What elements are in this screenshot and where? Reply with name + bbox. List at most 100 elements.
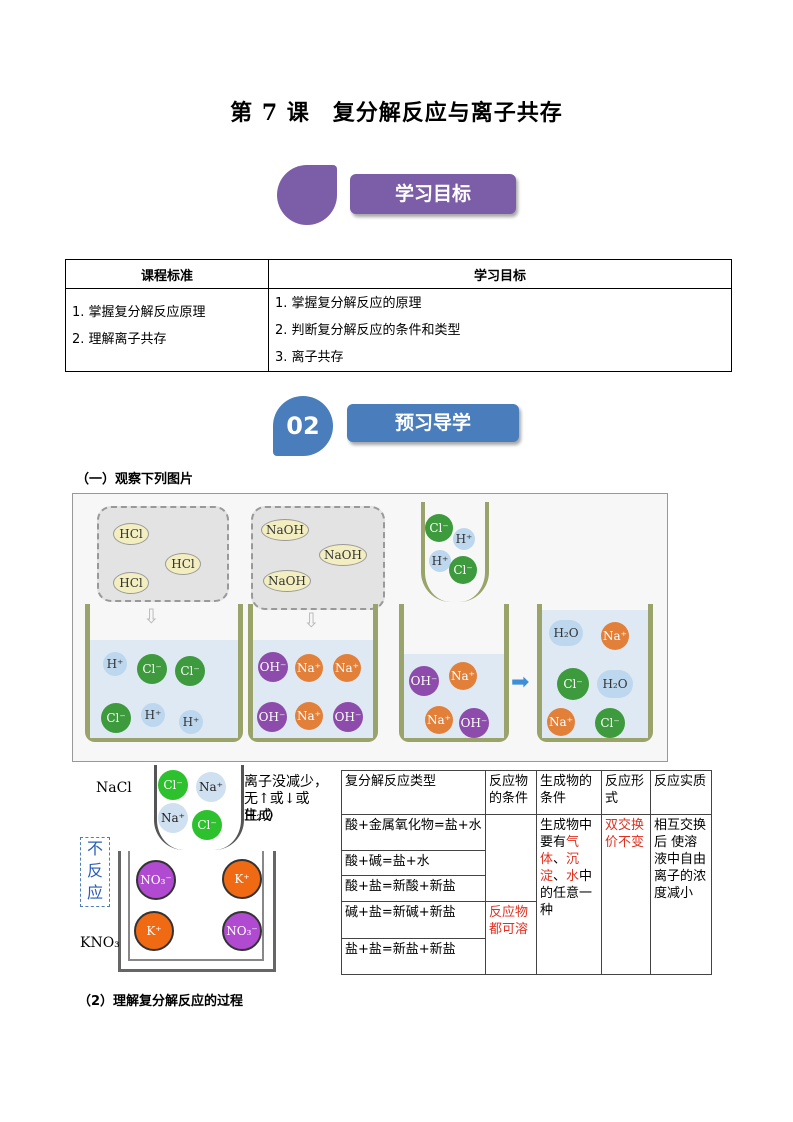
ion-na: Na⁺	[601, 622, 629, 650]
ion-cl: Cl⁻	[425, 514, 453, 542]
rx-product-condition: 生成物中要有气体、沉淀、水中的任意一种	[536, 814, 602, 975]
goals-objective-cell: 1. 掌握复分解反应的原理 2. 判断复分解反应的条件和类型 3. 离子共存	[268, 288, 732, 372]
rx-type: 碱+盐=新碱+新盐	[341, 901, 486, 939]
ion-no3: NO₃⁻	[222, 911, 262, 951]
text: 气体	[540, 835, 580, 867]
beaker	[118, 851, 276, 972]
ion-h2o: H₂O	[549, 620, 583, 646]
naoh-molecule: NaOH	[261, 519, 309, 541]
ion-na: Na⁺	[333, 654, 361, 682]
ion-oh: OH⁻	[257, 702, 287, 732]
note-line: 生成	[244, 808, 272, 824]
ion-oh: OH⁻	[459, 708, 489, 738]
ion-h: H⁺	[429, 550, 451, 572]
list-item: 1. 掌握复分解反应的原理	[275, 296, 422, 311]
rx-reactant-condition: 反应物都可溶	[485, 901, 537, 975]
goals-header-objectives: 学习目标	[268, 259, 732, 289]
ion-reaction-figure: HCl HCl HCl ⇩ H⁺ Cl⁻ Cl⁻ Cl⁻ H⁺ H⁺ NaOH …	[72, 493, 668, 762]
ion-cl: Cl⁻	[175, 656, 205, 686]
ion-cl: Cl⁻	[137, 654, 167, 684]
badge-label: 预习导学	[347, 404, 519, 442]
list-item: 2. 判断复分解反应的条件和类型	[275, 323, 461, 338]
reaction-table: 复分解反应类型 反应物的条件 生成物的条件 反应形式 反应实质 酸+金属氧化物=…	[341, 770, 712, 975]
ion-cl: Cl⁻	[557, 668, 589, 700]
ion-na: Na⁺	[449, 662, 477, 690]
ion-na: Na⁺	[425, 706, 453, 734]
ion-na: Na⁺	[295, 654, 323, 682]
beaker	[399, 604, 509, 742]
beaker-inner	[128, 851, 264, 961]
arrow-down-icon: ⇩	[143, 604, 160, 628]
ion-cl: Cl⁻	[101, 703, 131, 733]
badge-label: 学习目标	[350, 174, 516, 214]
list-item: 2. 理解离子共存	[72, 332, 167, 347]
ion-k: K⁺	[222, 859, 262, 899]
rx-type: 酸+金属氧化物=盐+水	[341, 814, 486, 851]
beaker	[248, 604, 378, 742]
rx-reactant-empty	[485, 814, 537, 902]
rx-type: 盐+盐=新盐+新盐	[341, 938, 486, 975]
funnel	[421, 502, 489, 602]
rx-essence: 相互交换后 使溶液中自由离子的浓度减小	[650, 814, 712, 975]
ion-h: H⁺	[141, 703, 165, 727]
list-item: 1. 掌握复分解反应原理	[72, 305, 206, 320]
naoh-molecule: NaOH	[319, 544, 367, 566]
ion-na: Na⁺	[196, 772, 226, 802]
ion-oh: OH⁻	[258, 652, 288, 682]
ion-k: K⁺	[134, 911, 174, 951]
text: 中的任意一种	[540, 869, 593, 918]
ion-na: Na⁺	[295, 702, 323, 730]
badge-preview: 02 预习导学	[273, 395, 523, 457]
ion-oh: OH⁻	[333, 702, 363, 732]
ion-na: Na⁺	[158, 803, 188, 833]
rx-type: 酸+碱=盐+水	[341, 850, 486, 876]
text: 、	[553, 869, 567, 884]
page-title: 第 7 课 复分解反应与离子共存	[230, 100, 563, 126]
goals-standard-cell: 1. 掌握复分解反应原理 2. 理解离子共存	[65, 288, 269, 372]
no-reaction-label: 不 反 应	[80, 837, 110, 907]
hcl-molecule: HCl	[165, 553, 201, 575]
text: 生成物中要有	[540, 818, 593, 850]
rx-header: 反应形式	[601, 770, 651, 815]
rx-type: 酸+盐=新酸+新盐	[341, 875, 486, 902]
hcl-molecule: HCl	[113, 572, 149, 594]
ion-cl: Cl⁻	[595, 708, 625, 738]
ion-cl: Cl⁻	[449, 556, 477, 584]
text: 沉淀	[540, 852, 580, 884]
nacl-label: NaCl	[96, 780, 132, 796]
ion-no3: NO₃⁻	[136, 860, 176, 900]
rx-form: 双交换价不变	[601, 814, 651, 975]
ion-h: H⁺	[453, 528, 475, 550]
arrow-right-icon: ➡	[511, 670, 530, 695]
section-heading: （一）观察下列图片	[76, 472, 194, 487]
rx-header: 复分解反应类型	[341, 770, 486, 815]
arrow-down-icon: ⇩	[303, 608, 320, 632]
nacl-kno3-figure: NaCl Cl⁻ Na⁺ Na⁺ Cl⁻ 离子没减少， 无↑或↓或H₂O 生成 …	[76, 765, 338, 977]
goals-table: 课程标准 学习目标 1. 掌握复分解反应原理 2. 理解离子共存 1. 掌握复分…	[65, 259, 732, 372]
ion-na: Na⁺	[547, 708, 575, 736]
ion-h: H⁺	[103, 652, 127, 676]
rx-header: 反应实质	[650, 770, 712, 815]
beaker	[537, 604, 653, 742]
ion-oh: OH⁻	[409, 666, 439, 696]
goals-header-standard: 课程标准	[65, 259, 269, 289]
ion-cl: Cl⁻	[158, 770, 188, 800]
text: 、	[553, 852, 567, 867]
kno3-label: KNO₃	[80, 935, 120, 951]
hcl-molecule: HCl	[113, 523, 149, 545]
ion-cl: Cl⁻	[192, 810, 222, 840]
note-line: 无↑或↓或H₂O	[244, 791, 310, 824]
rx-header: 生成物的条件	[536, 770, 602, 815]
badge-circle: 02	[273, 396, 333, 456]
ion-h: H⁺	[179, 710, 203, 734]
note-line: 离子没减少，	[244, 774, 328, 790]
section-heading: （2）理解复分解反应的过程	[78, 994, 244, 1009]
rx-header: 反应物的条件	[485, 770, 537, 815]
text: 水	[566, 869, 580, 884]
ion-h2o: H₂O	[597, 670, 633, 698]
funnel	[154, 765, 244, 850]
badge-learning-goals: 学习目标	[277, 163, 522, 227]
badge-circle	[277, 165, 337, 225]
naoh-molecule: NaOH	[263, 570, 311, 592]
beaker	[85, 604, 243, 742]
